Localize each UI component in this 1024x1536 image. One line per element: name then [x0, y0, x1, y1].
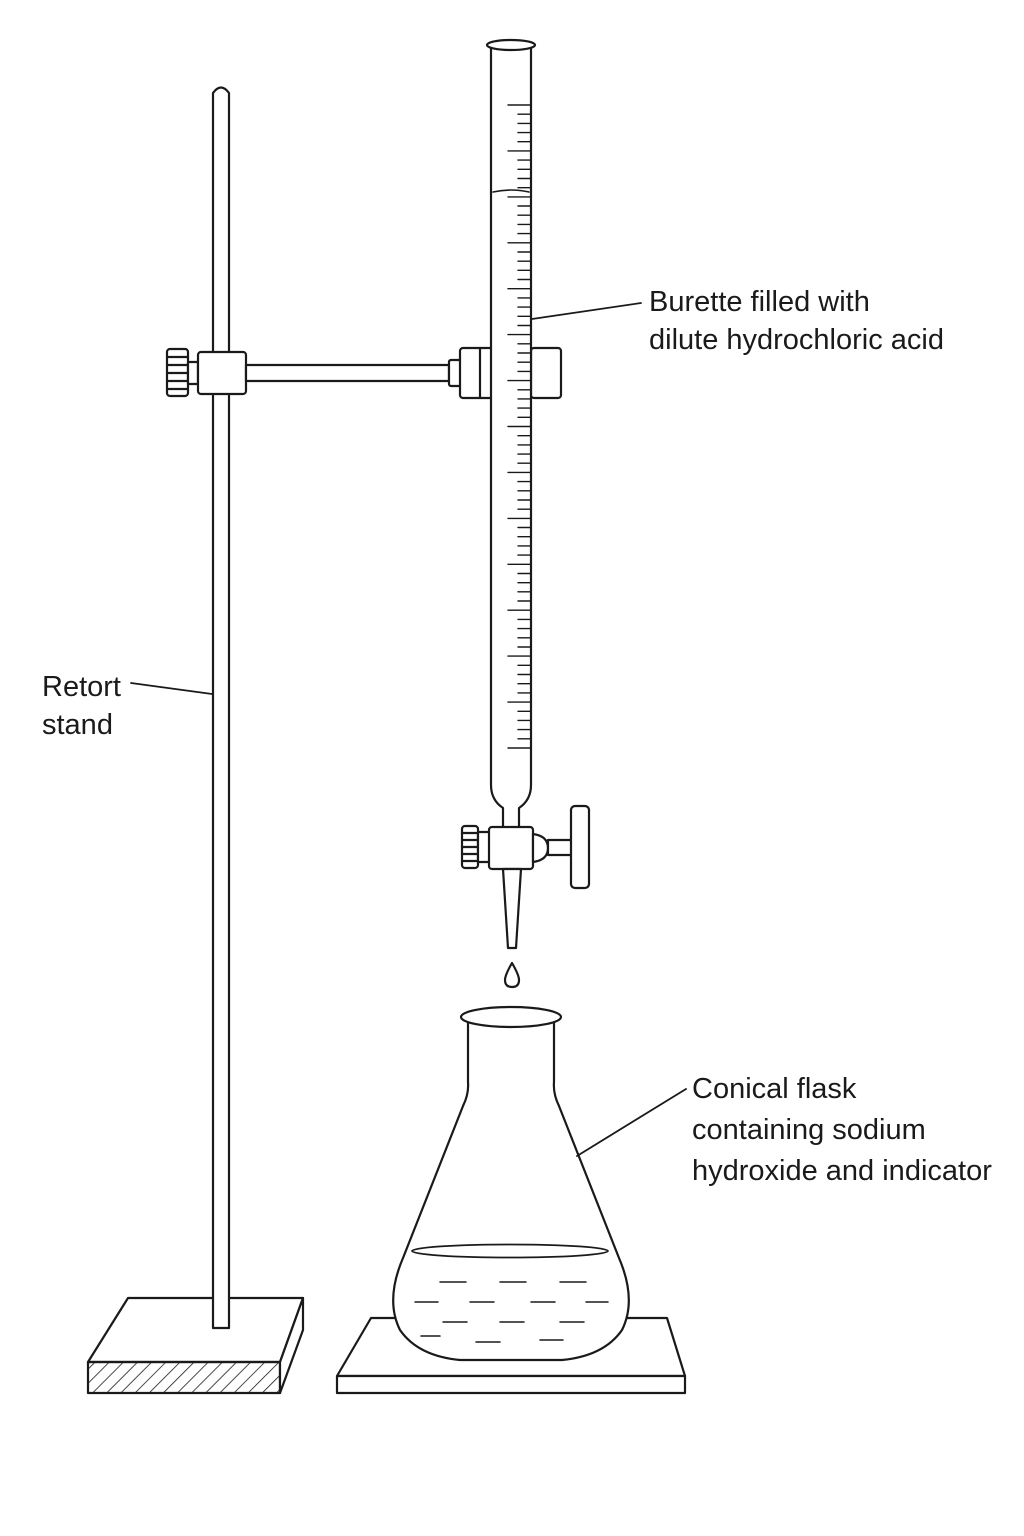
- retort-stand-base: [86, 1296, 305, 1395]
- burette-clamp: [458, 346, 563, 400]
- boss-clamp: [165, 347, 248, 398]
- label-burette: Burette filled with dilute hydrochloric …: [649, 283, 944, 359]
- burette-scale: [507, 104, 531, 749]
- label-conical-flask-line-1: Conical flask: [692, 1073, 857, 1105]
- burette-tip: [501, 867, 523, 950]
- leader-line-burette: [531, 302, 642, 320]
- liquid-dashes: [414, 1281, 609, 1343]
- label-conical-flask-line-2: containing sodium: [692, 1114, 926, 1146]
- burette: [485, 38, 537, 834]
- retort-stand-rod: [211, 86, 231, 1330]
- label-retort-stand-line-2: stand: [42, 709, 113, 741]
- leader-line-retort-stand: [130, 682, 213, 695]
- stopcock: [460, 804, 591, 890]
- leader-line-flask: [576, 1088, 687, 1157]
- acid-drop: [503, 961, 521, 989]
- conical-flask: [392, 1005, 630, 1362]
- label-retort-stand: Retort stand: [42, 668, 121, 744]
- label-conical-flask: Conical flask containing sodium hydroxid…: [692, 1069, 992, 1192]
- label-retort-stand-line-1: Retort: [42, 671, 121, 703]
- clamp-arm: [244, 358, 463, 388]
- label-burette-line-2: dilute hydrochloric acid: [649, 324, 944, 356]
- label-burette-line-1: Burette filled with: [649, 286, 870, 318]
- liquid-surface: [411, 1243, 609, 1259]
- label-conical-flask-line-3: hydroxide and indicator: [692, 1155, 992, 1187]
